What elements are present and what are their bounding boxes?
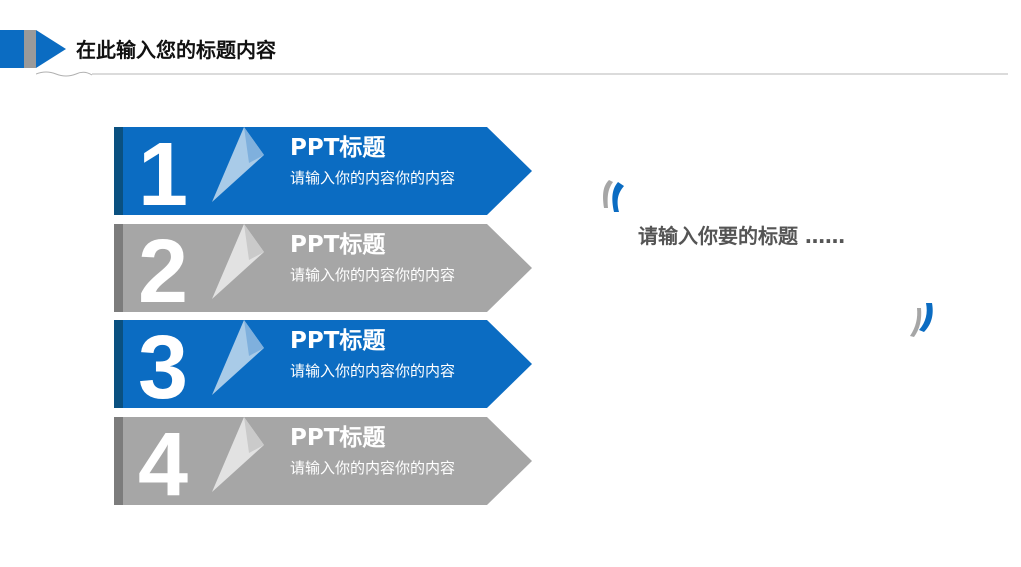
step-title: PPT标题 bbox=[290, 328, 386, 354]
folded-corner-icon bbox=[212, 127, 264, 202]
step-description: 请输入你的内容你的内容 bbox=[290, 459, 456, 477]
step-number: 1 bbox=[137, 125, 189, 225]
step-title: PPT标题 bbox=[290, 425, 386, 451]
step-arrow-shape bbox=[114, 127, 532, 215]
step-number: 2 bbox=[137, 222, 189, 322]
step-description: 请输入你的内容你的内容 bbox=[290, 362, 456, 380]
step-card-1: 1 PPT标题 请输入你的内容你的内容 bbox=[114, 125, 534, 225]
step-card-3: 3 PPT标题 请输入你的内容你的内容 bbox=[114, 318, 534, 418]
quote-heading: 请输入你要的标题 …… bbox=[638, 224, 845, 248]
step-number: 4 bbox=[137, 415, 189, 515]
step-arrow-shape bbox=[114, 320, 532, 408]
folded-corner-icon bbox=[212, 320, 264, 395]
header-accent-gray bbox=[24, 30, 36, 68]
folded-corner-icon bbox=[212, 417, 264, 492]
header-accent-blue bbox=[0, 30, 24, 68]
step-card-2: 2 PPT标题 请输入你的内容你的内容 bbox=[114, 222, 534, 322]
header-chevron bbox=[36, 30, 66, 68]
open-quote-icon bbox=[603, 180, 624, 212]
step-arrow-shape bbox=[114, 417, 532, 505]
page-title: 在此输入您的标题内容 bbox=[76, 38, 276, 62]
step-number: 3 bbox=[137, 318, 189, 418]
step-description: 请输入你的内容你的内容 bbox=[290, 266, 456, 284]
close-quote-icon bbox=[910, 303, 933, 337]
step-arrow-shape bbox=[114, 224, 532, 312]
step-title: PPT标题 bbox=[290, 232, 386, 258]
header-underline bbox=[36, 71, 1008, 77]
step-card-4: 4 PPT标题 请输入你的内容你的内容 bbox=[114, 415, 534, 515]
folded-corner-icon bbox=[212, 224, 264, 299]
step-description: 请输入你的内容你的内容 bbox=[290, 169, 456, 187]
step-title: PPT标题 bbox=[290, 135, 386, 161]
